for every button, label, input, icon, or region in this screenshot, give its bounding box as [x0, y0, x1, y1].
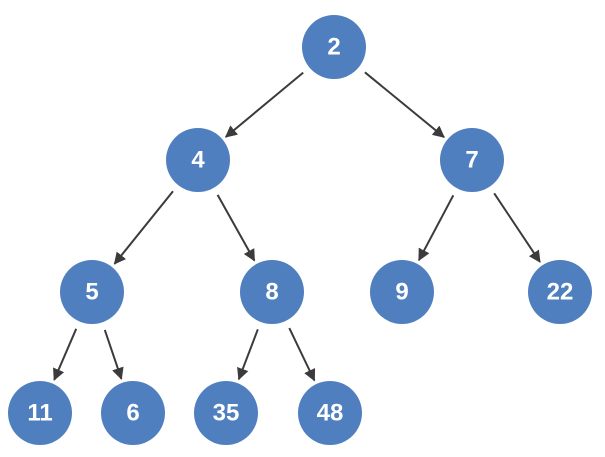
edge-arrow-n5-to-n11 [53, 328, 78, 381]
node-circle [298, 381, 362, 445]
edge-arrow-n5-to-n6 [103, 329, 124, 380]
node-circle [302, 15, 366, 79]
edge-arrow-n2-to-n4 [224, 71, 304, 138]
edge-arrow-n4-to-n5 [113, 190, 174, 265]
node-label: 35 [213, 400, 240, 427]
node-label: 9 [395, 279, 408, 306]
node-label: 7 [465, 147, 478, 174]
node-label: 8 [265, 279, 278, 306]
tree-node-6: 6 [101, 381, 165, 445]
tree-node-11: 11 [8, 381, 72, 445]
tree-node-4: 4 [166, 128, 230, 192]
tree-node-2: 2 [302, 15, 366, 79]
node-circle [166, 128, 230, 192]
edges-layer [53, 71, 541, 382]
tree-node-5: 5 [60, 260, 124, 324]
tree-node-22: 22 [528, 260, 592, 324]
edge-arrow-n2-to-n7 [364, 71, 445, 138]
node-circle [60, 260, 124, 324]
node-label: 2 [327, 34, 340, 61]
node-label: 11 [27, 400, 52, 427]
node-circle [528, 260, 592, 324]
node-circle [101, 381, 165, 445]
tree-node-8: 8 [240, 260, 304, 324]
tree-node-9: 9 [370, 260, 434, 324]
node-label: 5 [85, 279, 98, 306]
node-circle [194, 381, 258, 445]
node-label: 4 [191, 147, 205, 174]
tree-node-35: 35 [194, 381, 258, 445]
node-circle [8, 381, 72, 445]
edge-arrow-n7-to-n22 [493, 192, 541, 263]
nodes-layer: 2 4 7 5 8 9 22 11 6 35 48 [8, 15, 592, 445]
edge-arrow-n8-to-n35 [237, 329, 259, 381]
edge-arrow-n7-to-n9 [418, 194, 455, 262]
node-label: 48 [317, 400, 344, 427]
tree-node-48: 48 [298, 381, 362, 445]
node-circle [240, 260, 304, 324]
node-label: 6 [126, 400, 139, 427]
node-circle [440, 128, 504, 192]
edge-arrow-n8-to-n48 [288, 327, 316, 382]
edge-arrow-n4-to-n8 [216, 194, 256, 262]
tree-node-7: 7 [440, 128, 504, 192]
node-circle [370, 260, 434, 324]
node-label: 22 [547, 279, 574, 306]
